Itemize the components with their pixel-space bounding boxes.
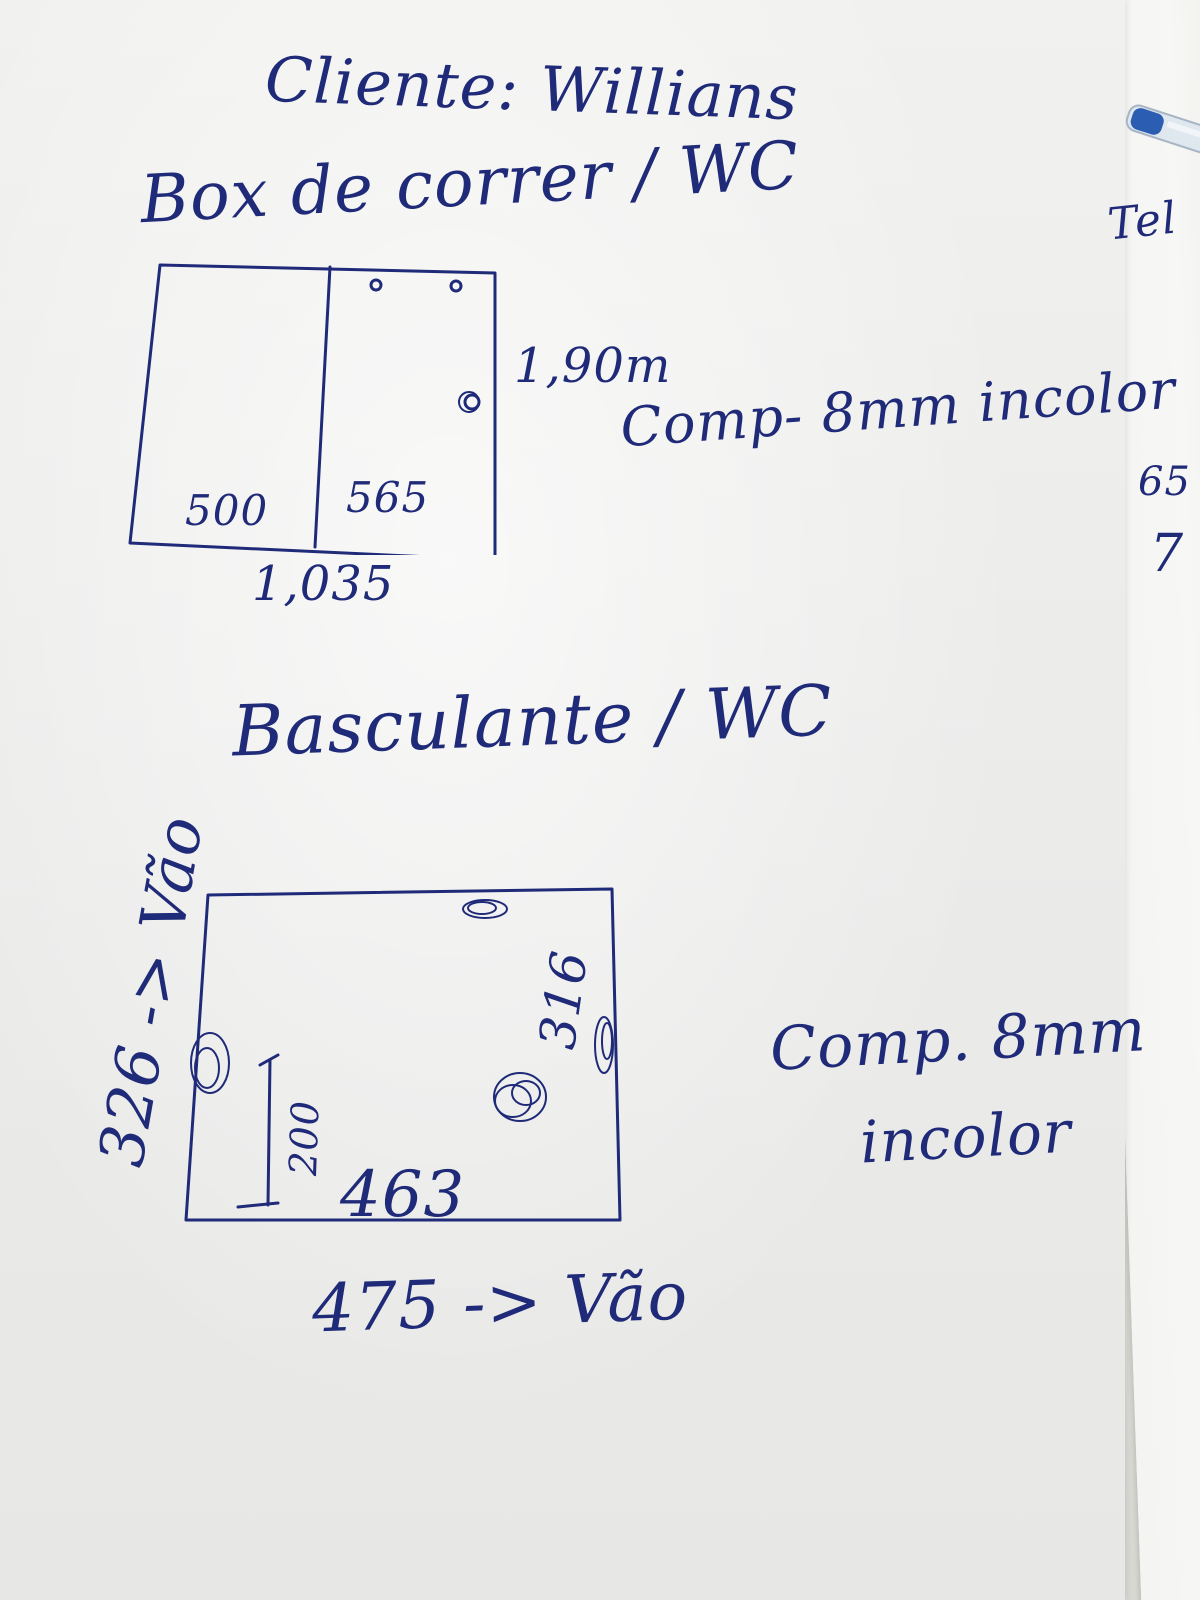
- edge-mark-tel: Tel: [1105, 192, 1180, 251]
- edge-mark-7: 7: [1150, 524, 1185, 584]
- dimension-200: 200: [281, 1099, 328, 1177]
- paper-sheet: [0, 0, 1125, 1600]
- glass-note-2-line1: Comp. 8mm: [768, 995, 1149, 1085]
- glass-note-2-line2: incolor: [858, 1097, 1074, 1177]
- panel-left-dimension: 500: [185, 486, 269, 535]
- inner-height-dimension: 316: [528, 946, 600, 1053]
- section2-title: Basculante / WC: [230, 669, 834, 773]
- bottom-width-label: 475 -> Vão: [310, 1257, 690, 1348]
- client-label: Cliente: Willians: [263, 42, 800, 135]
- inner-width-dimension: 463: [340, 1158, 466, 1232]
- window-diagram: [184, 887, 622, 1222]
- total-width-dimension: 1,035: [252, 556, 395, 612]
- edge-mark-65: 65: [1138, 459, 1191, 505]
- box-diagram: [128, 263, 497, 555]
- panel-right-dimension: 565: [346, 473, 430, 522]
- height-dimension: 1,90m: [514, 338, 672, 394]
- pen-object: [1125, 104, 1200, 176]
